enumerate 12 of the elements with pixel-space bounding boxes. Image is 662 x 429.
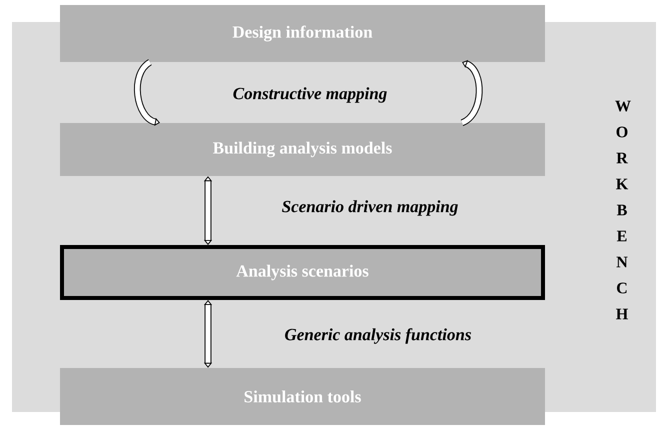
- process-box: Analysis scenarios: [60, 245, 545, 300]
- arrow: [460, 60, 483, 126]
- arrow: [134, 60, 160, 126]
- arrow: [204, 300, 212, 368]
- process-box: Simulation tools: [60, 368, 545, 425]
- arrow: [204, 176, 212, 245]
- vertical-label: W O R K B E N C H: [615, 100, 631, 320]
- process-box: Building analysis models: [60, 123, 545, 176]
- process-box: Design information: [60, 5, 545, 62]
- edge-label: Scenario driven mapping: [282, 200, 458, 216]
- edge-label: Constructive mapping: [233, 87, 387, 103]
- edge-label: Generic analysis functions: [285, 328, 471, 344]
